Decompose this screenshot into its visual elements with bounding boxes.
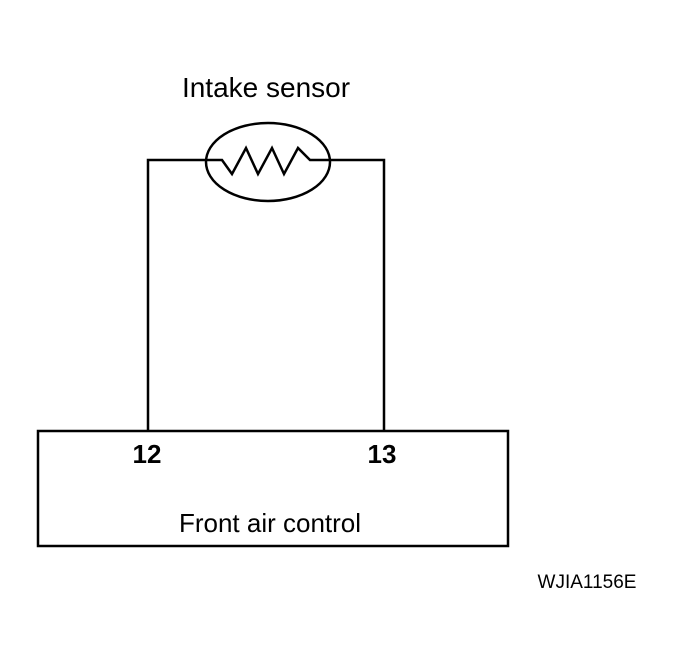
front-air-control-box [36,429,510,548]
wire-left [146,158,208,430]
sensor-title: Intake sensor [182,72,350,103]
wire-right [330,158,386,430]
pin-12-label: 12 [133,439,162,469]
pin-13-label: 13 [368,439,397,469]
thermistor-resistor-symbol [208,145,330,177]
figure-code: WJIA1156E [538,572,637,593]
sensor-housing-ellipse [204,121,332,203]
control-unit-label: Front air control [179,508,361,538]
